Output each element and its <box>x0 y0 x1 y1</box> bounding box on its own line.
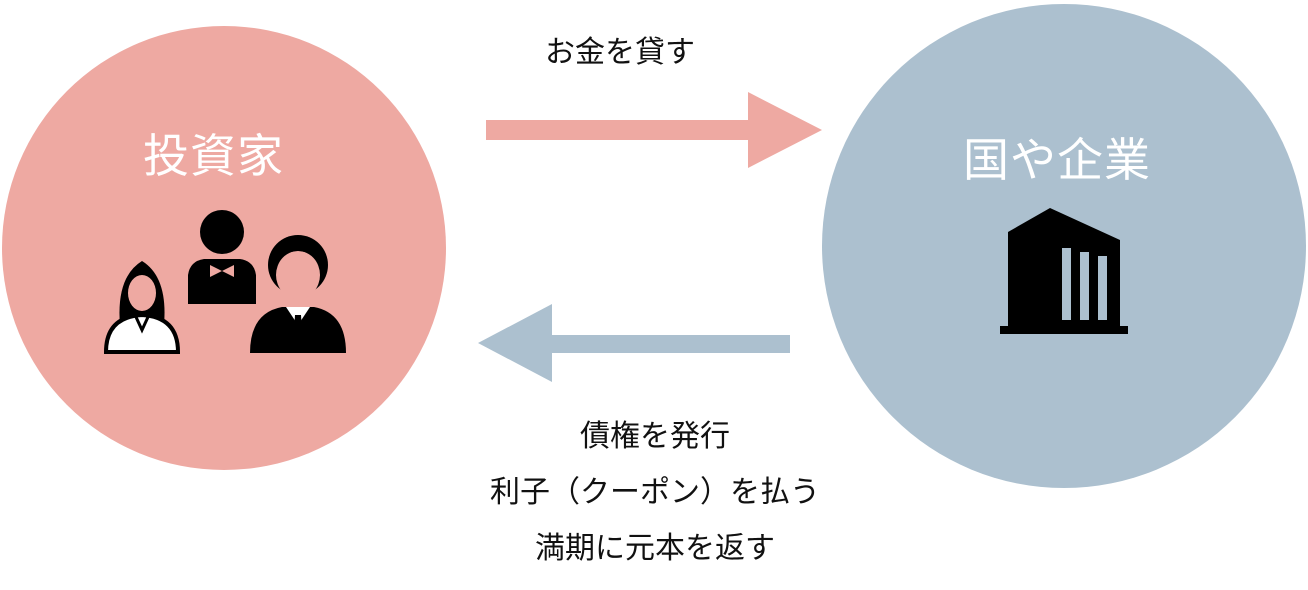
investor-title: 投資家 <box>143 129 284 183</box>
return-label-coupon: 利子（クーポン）を払う <box>490 475 820 510</box>
person-man-icon <box>250 235 346 353</box>
return-arrow <box>478 304 790 382</box>
return-label-bond: 債権を発行 <box>580 419 730 454</box>
people-icon <box>103 210 346 354</box>
lend-label: お金を貸す <box>545 35 695 70</box>
return-flow-labels: 債権を発行 利子（クーポン）を払う 満期に元本を返す <box>440 422 870 590</box>
person-bowtie-icon <box>188 210 256 304</box>
return-label-principal: 満期に元本を返す <box>535 531 775 566</box>
lend-arrow <box>486 92 822 168</box>
issuer-title: 国や企業 <box>963 133 1151 187</box>
person-woman-icon <box>103 261 181 354</box>
building-icon <box>1000 208 1128 334</box>
